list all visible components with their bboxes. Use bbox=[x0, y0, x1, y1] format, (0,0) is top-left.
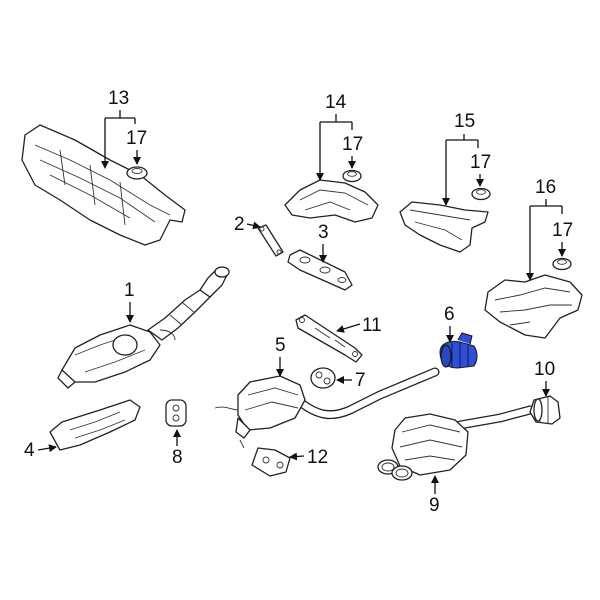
label-5: 5 bbox=[275, 335, 286, 356]
label-11: 11 bbox=[362, 315, 382, 336]
callout-15: 15 bbox=[442, 111, 479, 206]
label-13: 13 bbox=[108, 88, 129, 109]
exhaust-hanger-8[interactable] bbox=[165, 399, 187, 427]
catalytic-converter[interactable] bbox=[57, 266, 230, 389]
callout-1: 1 bbox=[124, 280, 135, 323]
label-3: 3 bbox=[318, 222, 329, 243]
callout-3: 3 bbox=[318, 222, 329, 263]
heat-shield-center[interactable] bbox=[284, 179, 379, 223]
callout-14: 14 bbox=[316, 92, 353, 181]
label-10: 10 bbox=[534, 359, 555, 380]
muffler-bracket[interactable] bbox=[251, 447, 291, 477]
label-7: 7 bbox=[355, 370, 366, 391]
label-6: 6 bbox=[444, 304, 455, 325]
label-17-d: 17 bbox=[552, 220, 573, 241]
rubber-mount-16[interactable] bbox=[552, 257, 572, 271]
heat-shield-muffler[interactable] bbox=[484, 274, 583, 339]
lower-heat-shield[interactable] bbox=[49, 399, 141, 451]
center-muffler[interactable] bbox=[214, 375, 306, 449]
label-9: 9 bbox=[429, 495, 440, 516]
callout-10: 10 bbox=[534, 359, 555, 397]
label-17-a: 17 bbox=[126, 128, 147, 149]
callout-6: 6 bbox=[444, 304, 455, 343]
callout-9: 9 bbox=[429, 475, 440, 516]
callout-16: 16 bbox=[526, 177, 563, 281]
callout-13: 13 bbox=[101, 88, 136, 169]
manifold-gasket[interactable] bbox=[287, 249, 353, 291]
label-1: 1 bbox=[124, 280, 135, 301]
label-16: 16 bbox=[535, 177, 556, 198]
label-12: 12 bbox=[307, 447, 328, 468]
callout-11: 11 bbox=[336, 315, 382, 336]
label-15: 15 bbox=[454, 111, 475, 132]
callout-4: 4 bbox=[24, 440, 57, 461]
rubber-mount-13[interactable] bbox=[126, 166, 148, 180]
callout-17-a: 17 bbox=[126, 128, 147, 165]
callout-17-b: 17 bbox=[342, 134, 363, 169]
label-2: 2 bbox=[234, 214, 245, 235]
callout-17-c: 17 bbox=[470, 152, 491, 187]
callout-17-d: 17 bbox=[552, 220, 573, 257]
label-4: 4 bbox=[24, 440, 35, 461]
heat-shield-rear[interactable] bbox=[399, 201, 489, 253]
callout-12: 12 bbox=[289, 447, 328, 468]
rubber-mount-14[interactable] bbox=[342, 169, 362, 183]
callout-2: 2 bbox=[234, 214, 261, 235]
callout-7: 7 bbox=[336, 370, 366, 391]
rear-muffler[interactable] bbox=[377, 413, 469, 481]
label-8: 8 bbox=[172, 447, 183, 468]
exhaust-hanger-7[interactable] bbox=[310, 367, 336, 389]
exhaust-gasket[interactable] bbox=[257, 224, 284, 257]
mounting-bracket[interactable] bbox=[295, 314, 363, 363]
label-17-c: 17 bbox=[470, 152, 491, 173]
rubber-mount-15[interactable] bbox=[471, 187, 491, 201]
exhaust-clamp-highlighted[interactable] bbox=[439, 332, 478, 369]
callout-5: 5 bbox=[275, 335, 286, 377]
label-17-b: 17 bbox=[342, 134, 363, 155]
label-14: 14 bbox=[325, 92, 347, 113]
heat-shield-front[interactable] bbox=[21, 124, 186, 246]
exhaust-clamp-10[interactable] bbox=[529, 395, 561, 425]
callout-8: 8 bbox=[172, 429, 183, 468]
